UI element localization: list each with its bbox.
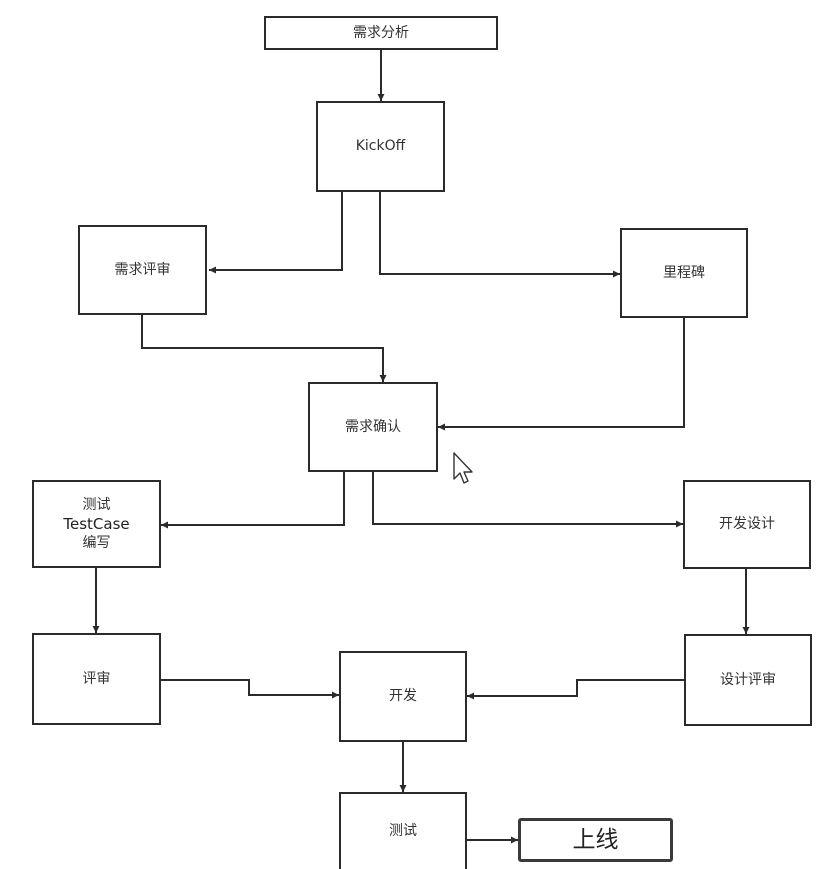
node-review: 评审: [32, 633, 161, 725]
node-dev-design-label: 开发设计: [719, 516, 775, 532]
edge-milestone-to-req-confirm: [438, 318, 685, 431]
node-dev: 开发: [339, 651, 467, 742]
edge-review-to-dev: [161, 679, 339, 699]
edge-kickoff-to-req-review: [209, 192, 343, 274]
node-dev-label: 开发: [389, 688, 417, 704]
node-testcase-label-2: TestCase: [63, 514, 130, 533]
edge-design-review-to-dev: [467, 679, 684, 700]
node-testcase-label-3: 编写: [82, 534, 111, 551]
node-kickoff: KickOff: [316, 101, 445, 192]
node-req-analysis-label: 需求分析: [353, 24, 409, 41]
node-testcase: 测试 TestCase 编写: [32, 480, 161, 568]
node-review-label: 评审: [82, 670, 111, 687]
node-milestone-label: 里程碑: [663, 264, 705, 281]
node-req-confirm: 需求确认: [308, 382, 438, 472]
node-testing-label: 测试: [389, 823, 417, 839]
mouse-pointer-icon: [453, 452, 473, 484]
edge-kickoff-to-milestone: [379, 192, 620, 278]
node-req-confirm-label: 需求确认: [345, 418, 401, 435]
node-go-live-label: 上线: [572, 826, 619, 853]
node-go-live: 上线: [518, 818, 673, 862]
node-design-review: 设计评审: [684, 634, 812, 726]
node-testing: 测试: [339, 792, 467, 869]
node-milestone: 里程碑: [620, 228, 748, 318]
edge-req-confirm-to-testcase: [161, 472, 345, 529]
node-req-review-label: 需求评审: [114, 261, 171, 278]
edge-req-confirm-to-dev-design: [372, 472, 683, 528]
node-design-review-label: 设计评审: [720, 671, 776, 688]
node-req-review: 需求评审: [78, 225, 207, 315]
node-kickoff-label: KickOff: [355, 138, 406, 154]
edge-req-review-to-req-confirm: [141, 315, 387, 382]
node-dev-design: 开发设计: [683, 480, 811, 569]
node-testcase-label-1: 测试: [82, 496, 111, 513]
node-req-analysis: 需求分析: [264, 16, 498, 50]
